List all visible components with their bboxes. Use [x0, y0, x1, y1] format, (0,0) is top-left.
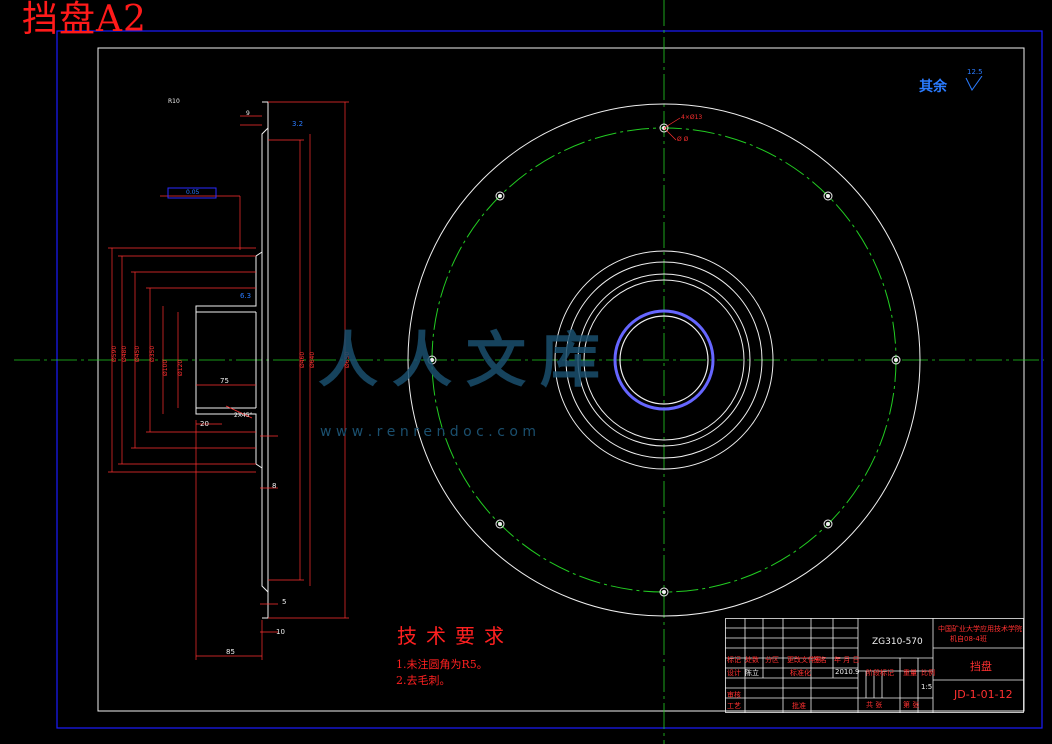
title-block-scale: 1:5 [921, 683, 933, 691]
tb-label-approve: 批准 [792, 702, 806, 710]
outer-border [56, 30, 1043, 729]
inner-border [97, 47, 1025, 712]
svg-text:Ø650: Ø650 [344, 352, 351, 368]
dim-10: 10 [276, 628, 285, 636]
tb-label-stage: 阶段标记 [866, 669, 894, 677]
drawing-title: 挡盘A2 [22, 0, 147, 40]
tb-label-sheet: 第 张 [903, 701, 920, 709]
svg-text:Ø640: Ø640 [309, 352, 316, 368]
surface-finish-label: 其余 [919, 79, 947, 95]
tb-label-scale: 比例 [921, 669, 935, 677]
dim-8: 8 [272, 482, 277, 490]
section-dimensions [108, 101, 349, 660]
svg-text:Ø350: Ø350 [149, 346, 156, 362]
surface-finish-value: 12.5 [967, 68, 983, 76]
svg-text:Ø450: Ø450 [134, 346, 141, 362]
title-block-class: 机自08-4班 [950, 635, 987, 643]
svg-text:Ø480: Ø480 [121, 346, 128, 362]
tb-label-standard: 标准化 [790, 669, 811, 677]
watermark-url: w w w . r e n r e n d o c . c o m [320, 424, 536, 440]
tb-label-count: 处数 [745, 656, 759, 664]
tb-label-design: 设计 [727, 669, 741, 677]
dim-5: 5 [282, 598, 287, 606]
title-block-drawing-number: JD-1-01-12 [954, 688, 1013, 701]
tb-label-sign: 签名 [813, 656, 827, 664]
tb-date: 2010.9 [835, 668, 860, 676]
tb-label-mark: 标记 [727, 656, 741, 664]
title-block-part-name: 挡盘 [970, 660, 992, 673]
dim-75: 75 [220, 377, 229, 385]
tb-label-change-doc: 更改文件号 [787, 656, 822, 664]
watermark: 人人文库 [318, 326, 614, 396]
tb-label-review: 审核 [727, 691, 741, 699]
tech-note-2: 2.去毛刺。 [396, 674, 451, 687]
dim-85: 85 [226, 648, 235, 656]
svg-text:Ø100: Ø100 [162, 360, 169, 376]
tb-label-process: 工艺 [727, 702, 741, 710]
title-block-code: ZG310-570 [872, 637, 923, 647]
svg-text:Ø460: Ø460 [299, 352, 306, 368]
dim-r10: R10 [168, 98, 180, 105]
tb-label-total-sheets: 共 张 [866, 701, 883, 709]
tb-label-weight: 重量 [903, 669, 917, 677]
title-block-school: 中国矿业大学应用技术学院 [938, 625, 1022, 633]
tolerance-frame: 0.05 [186, 189, 200, 196]
dim-6-3: 6.3 [240, 292, 252, 300]
tech-note-1: 1.未注圆角为R5。 [396, 658, 488, 671]
section-view [195, 101, 269, 619]
tb-label-date: 年 月 日 [834, 656, 860, 664]
svg-text:4×Ø13: 4×Ø13 [681, 114, 702, 121]
tech-requirements-title: 技术要求 [397, 624, 513, 648]
svg-text:Ø Ø: Ø Ø [677, 136, 689, 143]
svg-text:Ø590: Ø590 [111, 346, 118, 362]
tb-designer: 陈立 [745, 669, 759, 677]
dim-3-2: 3.2 [292, 120, 304, 128]
title-block-grid [725, 618, 1024, 713]
surface-finish-icon [965, 76, 983, 91]
dim-9: 9 [246, 110, 250, 117]
dim-20: 20 [200, 420, 209, 428]
tb-label-zone: 分区 [765, 656, 779, 664]
dim-chamfer: 2X45° [234, 412, 253, 419]
svg-text:Ø120: Ø120 [177, 360, 184, 376]
